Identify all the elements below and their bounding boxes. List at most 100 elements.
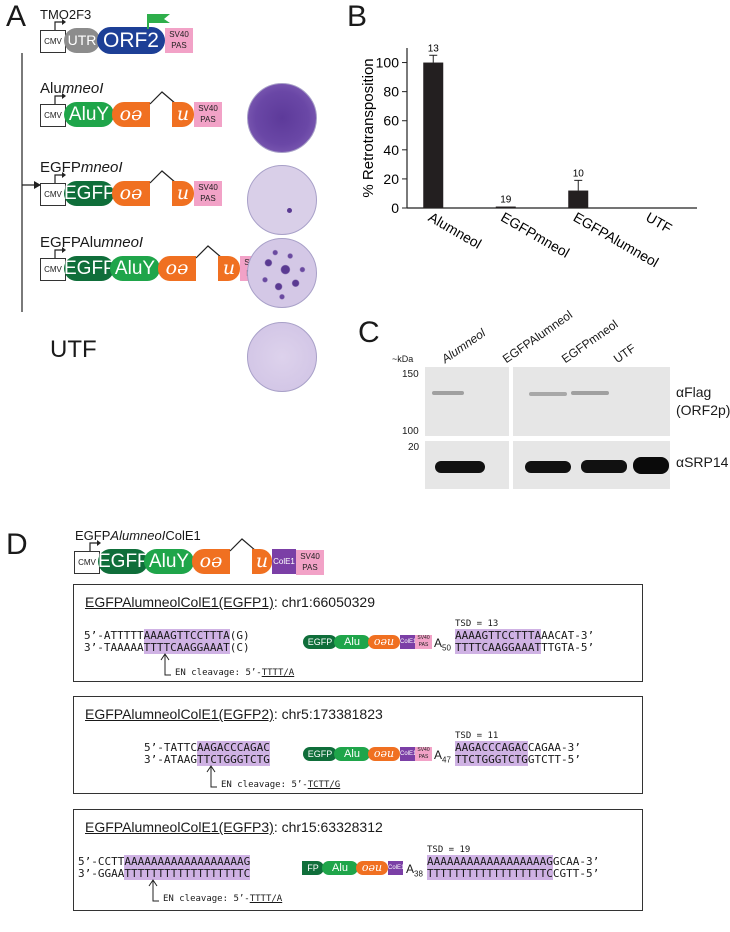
bar-egfpmneol — [495, 206, 516, 208]
mneo-segment: oəu — [368, 635, 400, 649]
construct-label-egfpalumneol: EGFPAlumneoI — [40, 234, 144, 251]
mneo-exon1: oə — [158, 256, 196, 281]
blot-lane-label-3: EGFPmneol — [558, 317, 621, 366]
promoter-arrow — [54, 93, 66, 105]
insertion-title: EGFPAlumneolColE1(EGFP1): chr1:66050329 — [85, 594, 376, 610]
panel-label-b: B — [347, 0, 368, 33]
cmv-promoter: CMV — [40, 183, 66, 206]
mneo-exon1: oə — [112, 102, 150, 127]
flag-tag-icon — [147, 14, 170, 29]
panel-label-a: A — [6, 0, 27, 33]
insertion-box-egfp1: EGFPAlumneolColE1(EGFP1): chr1:66050329 … — [73, 584, 643, 682]
cole1-segment: ColE1 — [388, 861, 404, 875]
cleavage-label: EN cleavage: 5’-TTTT/A — [163, 894, 283, 904]
marker-150: 150 — [402, 369, 419, 380]
blot-flag-panel — [425, 367, 670, 436]
y-tick-label: 80 — [383, 84, 399, 100]
y-tick-label: 0 — [391, 200, 399, 216]
n-label: 19 — [500, 195, 512, 206]
y-tick-label: 40 — [383, 142, 399, 158]
intron-line — [195, 245, 223, 259]
bar-alumneol — [423, 62, 444, 208]
bottom-strand-left: 3’-TAAAAATTTTCAAGGAAAT(C) — [84, 641, 250, 654]
y-tick-label: 100 — [376, 55, 400, 71]
n-label: 13 — [428, 43, 440, 54]
blot-srp14-panel — [425, 441, 670, 489]
cleavage-label: EN cleavage: 5’-TCTT/G — [221, 780, 341, 790]
aluy-segment: AluY — [64, 102, 114, 127]
alu-segment: Alu — [334, 747, 370, 761]
polya-tail: A47 — [434, 748, 451, 765]
egfp-segment: EGFP — [98, 549, 150, 574]
tsd-label: TSD = 13 — [455, 619, 499, 629]
insertion-box-egfp2: EGFPAlumneolColE1(EGFP2): chr5:173381823… — [73, 696, 643, 794]
top-strand-right: AAAAGTTCCTTTAAACAT-3’ — [455, 629, 595, 642]
bottom-strand-left: 3’-ATAAGTTCTGGGTCTG — [144, 753, 270, 766]
mneo-segment: oəu — [368, 747, 400, 761]
intron-line — [149, 170, 177, 184]
mneo-exon2: u — [172, 181, 194, 206]
panel-label-d: D — [6, 528, 28, 561]
x-tick-label: UTF — [643, 209, 675, 236]
marker-20: 20 — [408, 442, 420, 453]
colony-dish-alumneol — [247, 83, 317, 153]
polya-tail: A38 — [406, 862, 423, 879]
y-tick-label: 60 — [383, 113, 399, 129]
blot-lane-label-1: Alumneol — [438, 325, 488, 366]
intron-line — [149, 91, 177, 105]
srp14-antibody-label: αSRP14 — [676, 454, 729, 470]
mneo-exon2: u — [218, 256, 240, 281]
bottom-strand-right: TTCTGGGTCTGGTCTT-5’ — [455, 753, 581, 766]
cotransfection-lines — [21, 53, 41, 312]
mneo-exon2: u — [252, 549, 272, 574]
x-tick-label: Alumneol — [426, 209, 485, 252]
colony-dish-utf — [247, 322, 317, 392]
n-label: 10 — [573, 168, 585, 179]
egfp-segment: FP — [302, 861, 324, 875]
bottom-strand-right: TTTTCAAGGAAATTTGTA-5’ — [455, 641, 595, 654]
promoter-arrow — [54, 19, 66, 31]
insertion-title: EGFPAlumneolColE1(EGFP3): chr15:63328312 — [85, 819, 383, 835]
mneo-exon2: u — [172, 102, 194, 127]
flag-antibody-sub: (ORF2p) — [676, 402, 730, 418]
aluy-segment: AluY — [110, 256, 160, 281]
insertion-box-egfp3: EGFPAlumneolColE1(EGFP3): chr15:63328312… — [73, 809, 643, 911]
y-tick-label: 20 — [383, 171, 399, 187]
colony-dish-egfpalumneol — [247, 238, 317, 308]
cmv-promoter: CMV — [40, 30, 66, 53]
cmv-promoter: CMV — [74, 551, 100, 574]
blot-lane-label-4: UTF — [610, 341, 639, 366]
construct-label-tmo2f3: TMO2F3 — [40, 7, 92, 22]
top-strand-right: AAGACCCAGACCAGAA-3’ — [455, 741, 581, 754]
promoter-arrow — [54, 172, 66, 184]
y-axis-label: % Retrotransposition — [360, 58, 377, 197]
alu-segment: Alu — [334, 635, 370, 649]
mneo-exon1: oə — [112, 181, 150, 206]
cole1-segment: ColE1 — [400, 635, 416, 649]
construct-label-d: EGFPAlumneoIColE1 — [75, 528, 201, 543]
utr-segment: UTR — [64, 28, 100, 53]
kda-label: ~kDa — [392, 354, 414, 364]
cole1-segment: ColE1 — [400, 747, 416, 761]
top-strand-left: 5’-ATTTTTAAAAGTTCCTTTA(G) — [84, 629, 250, 642]
marker-100: 100 — [402, 426, 419, 437]
mneo-exon1: oə — [192, 549, 230, 574]
orf2-segment: ORF2 — [97, 27, 165, 54]
top-strand-right: AAAAAAAAAAAAAAAAAAGGCAA-3’ — [427, 855, 600, 868]
top-strand-left: 5’-TATTCAAGACCCAGAC — [144, 741, 270, 754]
bar-egfpalumneol — [568, 190, 589, 208]
x-tick-label: EGFPmneol — [498, 209, 572, 261]
cmv-promoter: CMV — [40, 258, 66, 281]
cleavage-label: EN cleavage: 5’-TTTT/A — [175, 668, 295, 678]
colony-dish-egfpmneol — [247, 165, 317, 235]
retrotransposition-bar-chart: 0 20 40 60 80 100% Retrotransposition 13Alumne… — [360, 43, 697, 270]
construct-label-egfpmneol: EGFPmneoI — [40, 159, 123, 176]
construct-label-alumneol: AlumneoI — [40, 80, 104, 97]
tsd-label: TSD = 19 — [427, 845, 471, 855]
